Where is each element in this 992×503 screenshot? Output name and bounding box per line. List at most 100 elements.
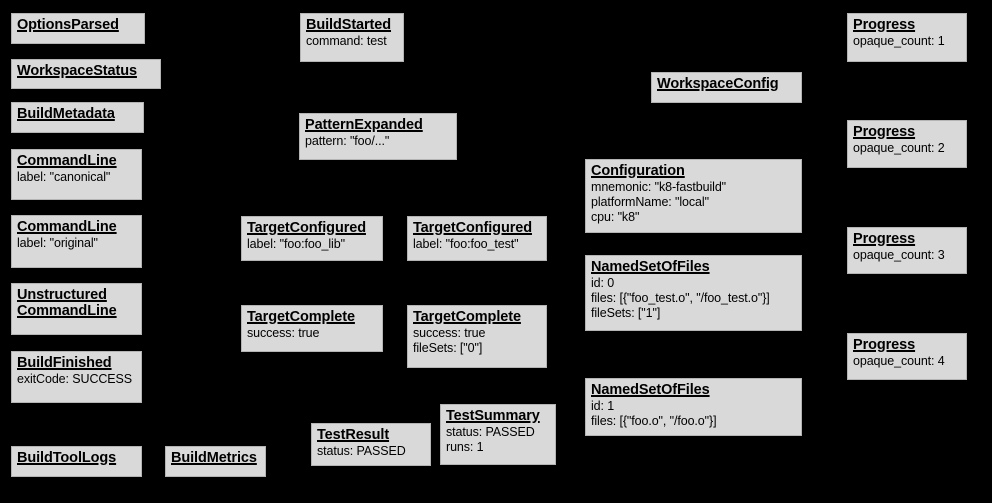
node-title-line: Configuration: [591, 163, 685, 179]
node-title: BuildFinished: [17, 355, 137, 371]
event-node-workspace-config[interactable]: WorkspaceConfig: [651, 72, 802, 103]
node-title-line: TestResult: [317, 427, 390, 443]
node-title: TargetConfigured: [413, 220, 542, 236]
node-title-line: OptionsParsed: [17, 17, 119, 33]
node-field: opaque_count: 4: [853, 354, 945, 368]
node-title: NamedSetOfFiles: [591, 382, 797, 398]
node-title-line: BuildMetrics: [171, 450, 257, 466]
node-field: cpu: "k8": [591, 210, 640, 224]
node-title: WorkspaceConfig: [657, 76, 797, 92]
node-title: CommandLine: [17, 219, 137, 235]
node-fields: label: "foo:foo_lib": [247, 237, 378, 252]
node-fields: label: "canonical": [17, 170, 137, 185]
node-title-line: CommandLine: [17, 303, 117, 319]
node-field: label: "canonical": [17, 170, 111, 184]
event-node-workspace-status[interactable]: WorkspaceStatus: [11, 59, 161, 89]
event-node-build-metadata[interactable]: BuildMetadata: [11, 102, 144, 133]
node-title-line: NamedSetOfFiles: [591, 259, 710, 275]
node-field: status: PASSED: [317, 444, 406, 458]
event-node-build-tool-logs[interactable]: BuildToolLogs: [11, 446, 142, 477]
node-title-line: TargetComplete: [413, 309, 521, 325]
node-title-line: TargetComplete: [247, 309, 355, 325]
node-fields: command: test: [306, 34, 399, 49]
node-title-line: CommandLine: [17, 153, 117, 169]
node-field: opaque_count: 2: [853, 141, 945, 155]
node-title: Configuration: [591, 163, 797, 179]
node-fields: status: PASSED: [317, 444, 426, 459]
node-field: success: true: [247, 326, 320, 340]
node-fields: opaque_count: 2: [853, 141, 962, 156]
node-fields: label: "original": [17, 236, 137, 251]
node-field: success: true: [413, 326, 486, 340]
node-title-line: TestSummary: [446, 408, 540, 424]
node-title-line: Progress: [853, 17, 916, 33]
node-field: files: [{"foo_test.o", "/foo_test.o"}]: [591, 291, 770, 305]
node-fields: mnemonic: "k8-fastbuild"platformName: "l…: [591, 180, 797, 225]
node-field: pattern: "foo/...": [305, 134, 390, 148]
node-title: BuildStarted: [306, 17, 399, 33]
event-node-build-metrics[interactable]: BuildMetrics: [165, 446, 266, 477]
node-title-line: TargetConfigured: [413, 220, 532, 236]
node-field: files: [{"foo.o", "/foo.o"}]: [591, 414, 717, 428]
node-field: platformName: "local": [591, 195, 709, 209]
node-field: fileSets: ["1"]: [591, 306, 661, 320]
node-title-line: WorkspaceConfig: [657, 76, 779, 92]
node-title: Progress: [853, 124, 962, 140]
node-title: Progress: [853, 17, 962, 33]
node-title-line: Progress: [853, 124, 916, 140]
node-field: exitCode: SUCCESS: [17, 372, 133, 386]
node-field: label: "original": [17, 236, 98, 250]
node-field: label: "foo:foo_lib": [247, 237, 345, 251]
node-fields: opaque_count: 3: [853, 248, 962, 263]
node-fields: opaque_count: 4: [853, 354, 962, 369]
node-fields: pattern: "foo/...": [305, 134, 452, 149]
node-title: TestResult: [317, 427, 426, 443]
node-field: id: 1: [591, 399, 615, 413]
node-title: TargetComplete: [413, 309, 542, 325]
event-node-options-parsed[interactable]: OptionsParsed: [11, 13, 145, 44]
node-title: WorkspaceStatus: [17, 63, 156, 79]
node-field: opaque_count: 1: [853, 34, 945, 48]
node-title: Progress: [853, 337, 962, 353]
node-field: label: "foo:foo_test": [413, 237, 519, 251]
node-title: BuildToolLogs: [17, 450, 137, 466]
node-field: mnemonic: "k8-fastbuild": [591, 180, 727, 194]
node-title-line: Progress: [853, 231, 916, 247]
node-title: TargetComplete: [247, 309, 378, 325]
node-fields: exitCode: SUCCESS: [17, 372, 137, 387]
node-field: fileSets: ["0"]: [413, 341, 483, 355]
node-field: opaque_count: 3: [853, 248, 945, 262]
node-title: PatternExpanded: [305, 117, 452, 133]
node-title: Progress: [853, 231, 962, 247]
node-title-line: PatternExpanded: [305, 117, 423, 133]
node-title-line: BuildStarted: [306, 17, 392, 33]
node-title-line: Progress: [853, 337, 916, 353]
node-title-line: BuildFinished: [17, 355, 112, 371]
node-title: CommandLine: [17, 153, 137, 169]
node-title: TestSummary: [446, 408, 551, 424]
